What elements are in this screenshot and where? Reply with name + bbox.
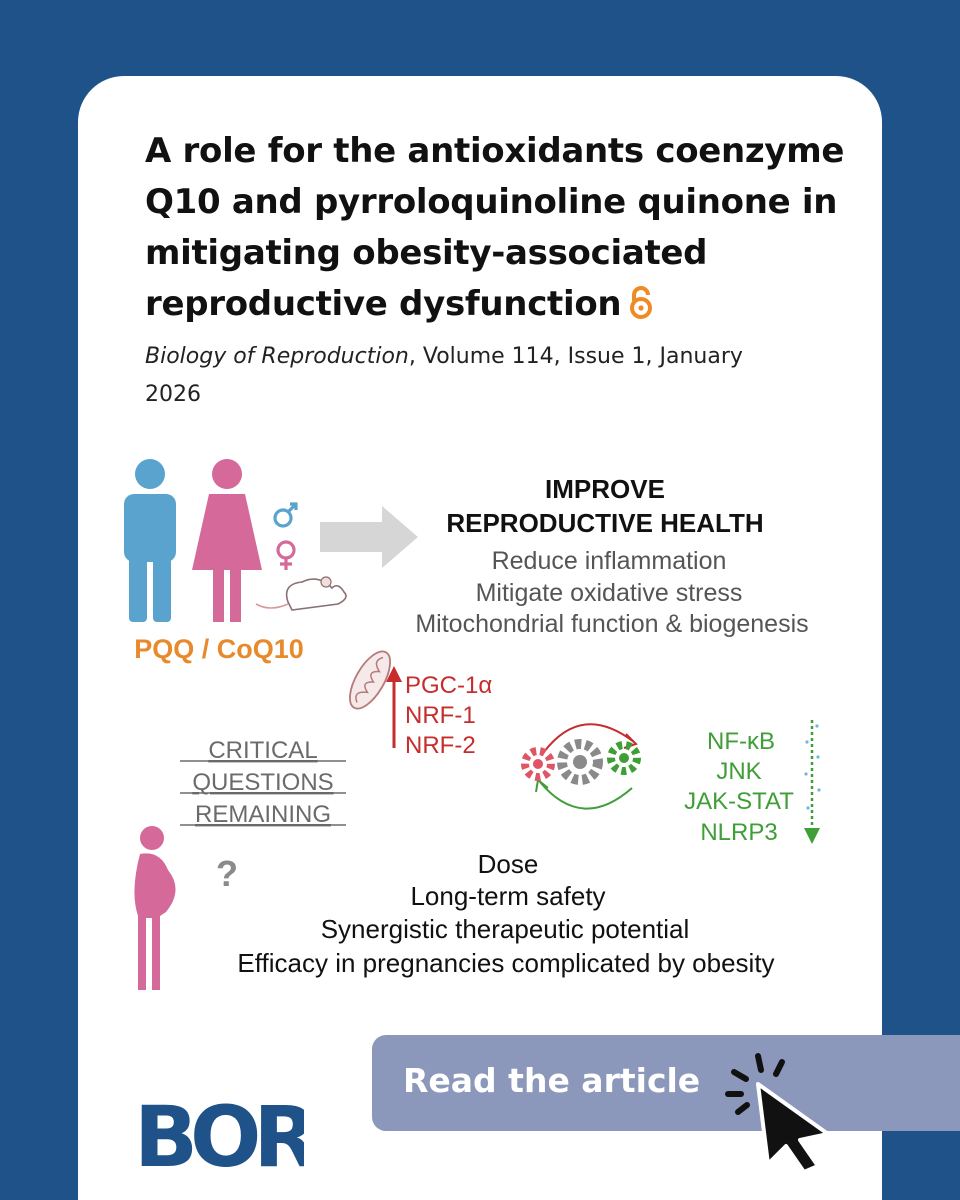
read-article-label: Read the article: [403, 1061, 701, 1100]
questions-heading-3: REMAINING: [195, 801, 331, 828]
benefit-2: Mitigate oxidative stress: [476, 579, 743, 607]
article-title[interactable]: A role for the antioxidants coenzyme Q10…: [145, 126, 845, 330]
bor-logo-text: BOR: [134, 1090, 304, 1170]
treatment-label: PQQ / CoQ10: [134, 634, 304, 664]
benefit-1: Reduce inflammation: [492, 547, 727, 575]
downregulated-jnk: JNK: [716, 758, 761, 785]
open-lock-icon: [630, 286, 653, 319]
pregnant-figure-icon: [134, 826, 176, 990]
female-figure-icon: [192, 459, 262, 622]
read-article-button[interactable]: Read the article: [372, 1035, 960, 1131]
improve-heading-2: REPRODUCTIVE HEALTH: [446, 508, 763, 538]
bor-logo: BOR: [134, 1090, 304, 1170]
question-efficacy: Efficacy in pregnancies complicated by o…: [237, 948, 774, 978]
question-safety: Long-term safety: [410, 881, 605, 911]
question-dose: Dose: [478, 849, 539, 879]
up-arrow-icon: [386, 666, 402, 748]
questions-heading-1: CRITICAL: [208, 737, 317, 764]
cursor-click-icon: [725, 1053, 830, 1174]
upregulated-nrf1: NRF-1: [405, 702, 476, 729]
content-card: [78, 76, 882, 1200]
citation: Biology of Reproduction, Volume 114, Iss…: [145, 338, 785, 414]
mitochondrion-icon: [349, 650, 391, 710]
journal-name: Biology of Reproduction: [145, 344, 409, 369]
upregulated-pgc1a: PGC-1α: [405, 672, 492, 699]
right-arrow-icon: [320, 506, 418, 568]
male-symbol-icon: [273, 502, 298, 528]
graphical-abstract: PQQ / CoQ10 IMPROVE REPRODUCTIVE HEALTH …: [124, 459, 821, 990]
improve-heading: IMPROVE: [545, 474, 665, 504]
benefit-3: Mitochondrial function & biogenesis: [415, 610, 808, 638]
downregulated-jakstat: JAK-STAT: [684, 788, 794, 815]
downregulated-nfkb: NF-κB: [707, 728, 775, 755]
female-symbol-icon: [276, 540, 296, 570]
mouse-icon: [255, 576, 347, 611]
article-title-text: A role for the antioxidants coenzyme Q10…: [145, 131, 845, 324]
gears-cycle-icon: [521, 723, 641, 810]
upregulated-nrf2: NRF-2: [405, 732, 476, 759]
downregulated-nlrp3: NLRP3: [700, 819, 777, 846]
male-figure-icon: [124, 459, 176, 622]
down-arrow-icon: [804, 720, 821, 844]
question-mark: ?: [216, 853, 238, 894]
question-synergy: Synergistic therapeutic potential: [321, 914, 690, 944]
questions-heading-2: QUESTIONS: [192, 769, 333, 796]
citation-details: , Volume 114, Issue 1, January 2026: [145, 344, 743, 407]
